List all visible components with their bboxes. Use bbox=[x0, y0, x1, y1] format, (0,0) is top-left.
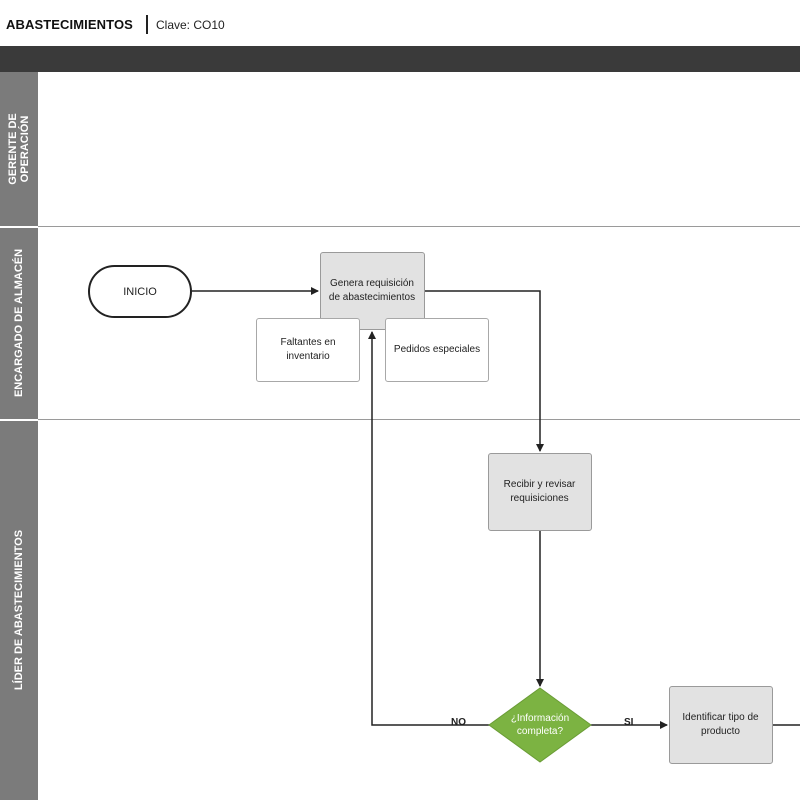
note-faltantes: Faltantes en inventario bbox=[256, 318, 360, 382]
process-recibir-revisar: Recibir y revisar requisiciones bbox=[488, 453, 592, 531]
header-separator bbox=[146, 15, 148, 34]
edge-label-si: SI bbox=[624, 717, 634, 728]
note-pedidos-label: Pedidos especiales bbox=[393, 344, 481, 355]
lane-divider bbox=[38, 226, 800, 227]
process-title: ABASTECIMIENTOS bbox=[6, 17, 133, 32]
top-bar bbox=[0, 46, 800, 72]
header: ABASTECIMIENTOS Clave: CO10 bbox=[0, 0, 800, 46]
lane-gerente bbox=[38, 72, 800, 226]
process-genera-requisicion: Genera requisición de abastecimientos bbox=[320, 252, 425, 330]
arrow-genera-recibir bbox=[425, 290, 544, 452]
start-node: INICIO bbox=[88, 265, 192, 318]
lane-label-gap bbox=[0, 418, 38, 421]
process-identificar-label: Identificar tipo de producto bbox=[682, 711, 759, 737]
note-pedidos: Pedidos especiales bbox=[385, 318, 489, 382]
lane-label-lider: LÍDER DE ABASTECIMIENTOS bbox=[0, 420, 38, 800]
lane-label-encargado: ENCARGADO DE ALMACÉN bbox=[0, 227, 38, 419]
decision-diamond bbox=[488, 687, 592, 763]
process-genera-label: Genera requisición de abastecimientos bbox=[328, 277, 416, 303]
process-identificar-tipo: Identificar tipo de producto bbox=[669, 686, 773, 764]
note-faltantes-label: Faltantes en inventario bbox=[280, 337, 336, 362]
process-recibir-label: Recibir y revisar requisiciones bbox=[503, 478, 576, 504]
start-node-label: INICIO bbox=[123, 285, 157, 298]
lane-divider bbox=[38, 419, 800, 420]
process-code: Clave: CO10 bbox=[156, 18, 225, 32]
decision-label: ¿Información completa? bbox=[510, 713, 570, 737]
arrow-decision-no bbox=[368, 331, 490, 726]
edge-label-no: NO bbox=[451, 717, 466, 728]
lane-label-gerente: GERENTE DE OPERACIÓN bbox=[0, 72, 38, 226]
lane-label-gap bbox=[0, 225, 38, 228]
